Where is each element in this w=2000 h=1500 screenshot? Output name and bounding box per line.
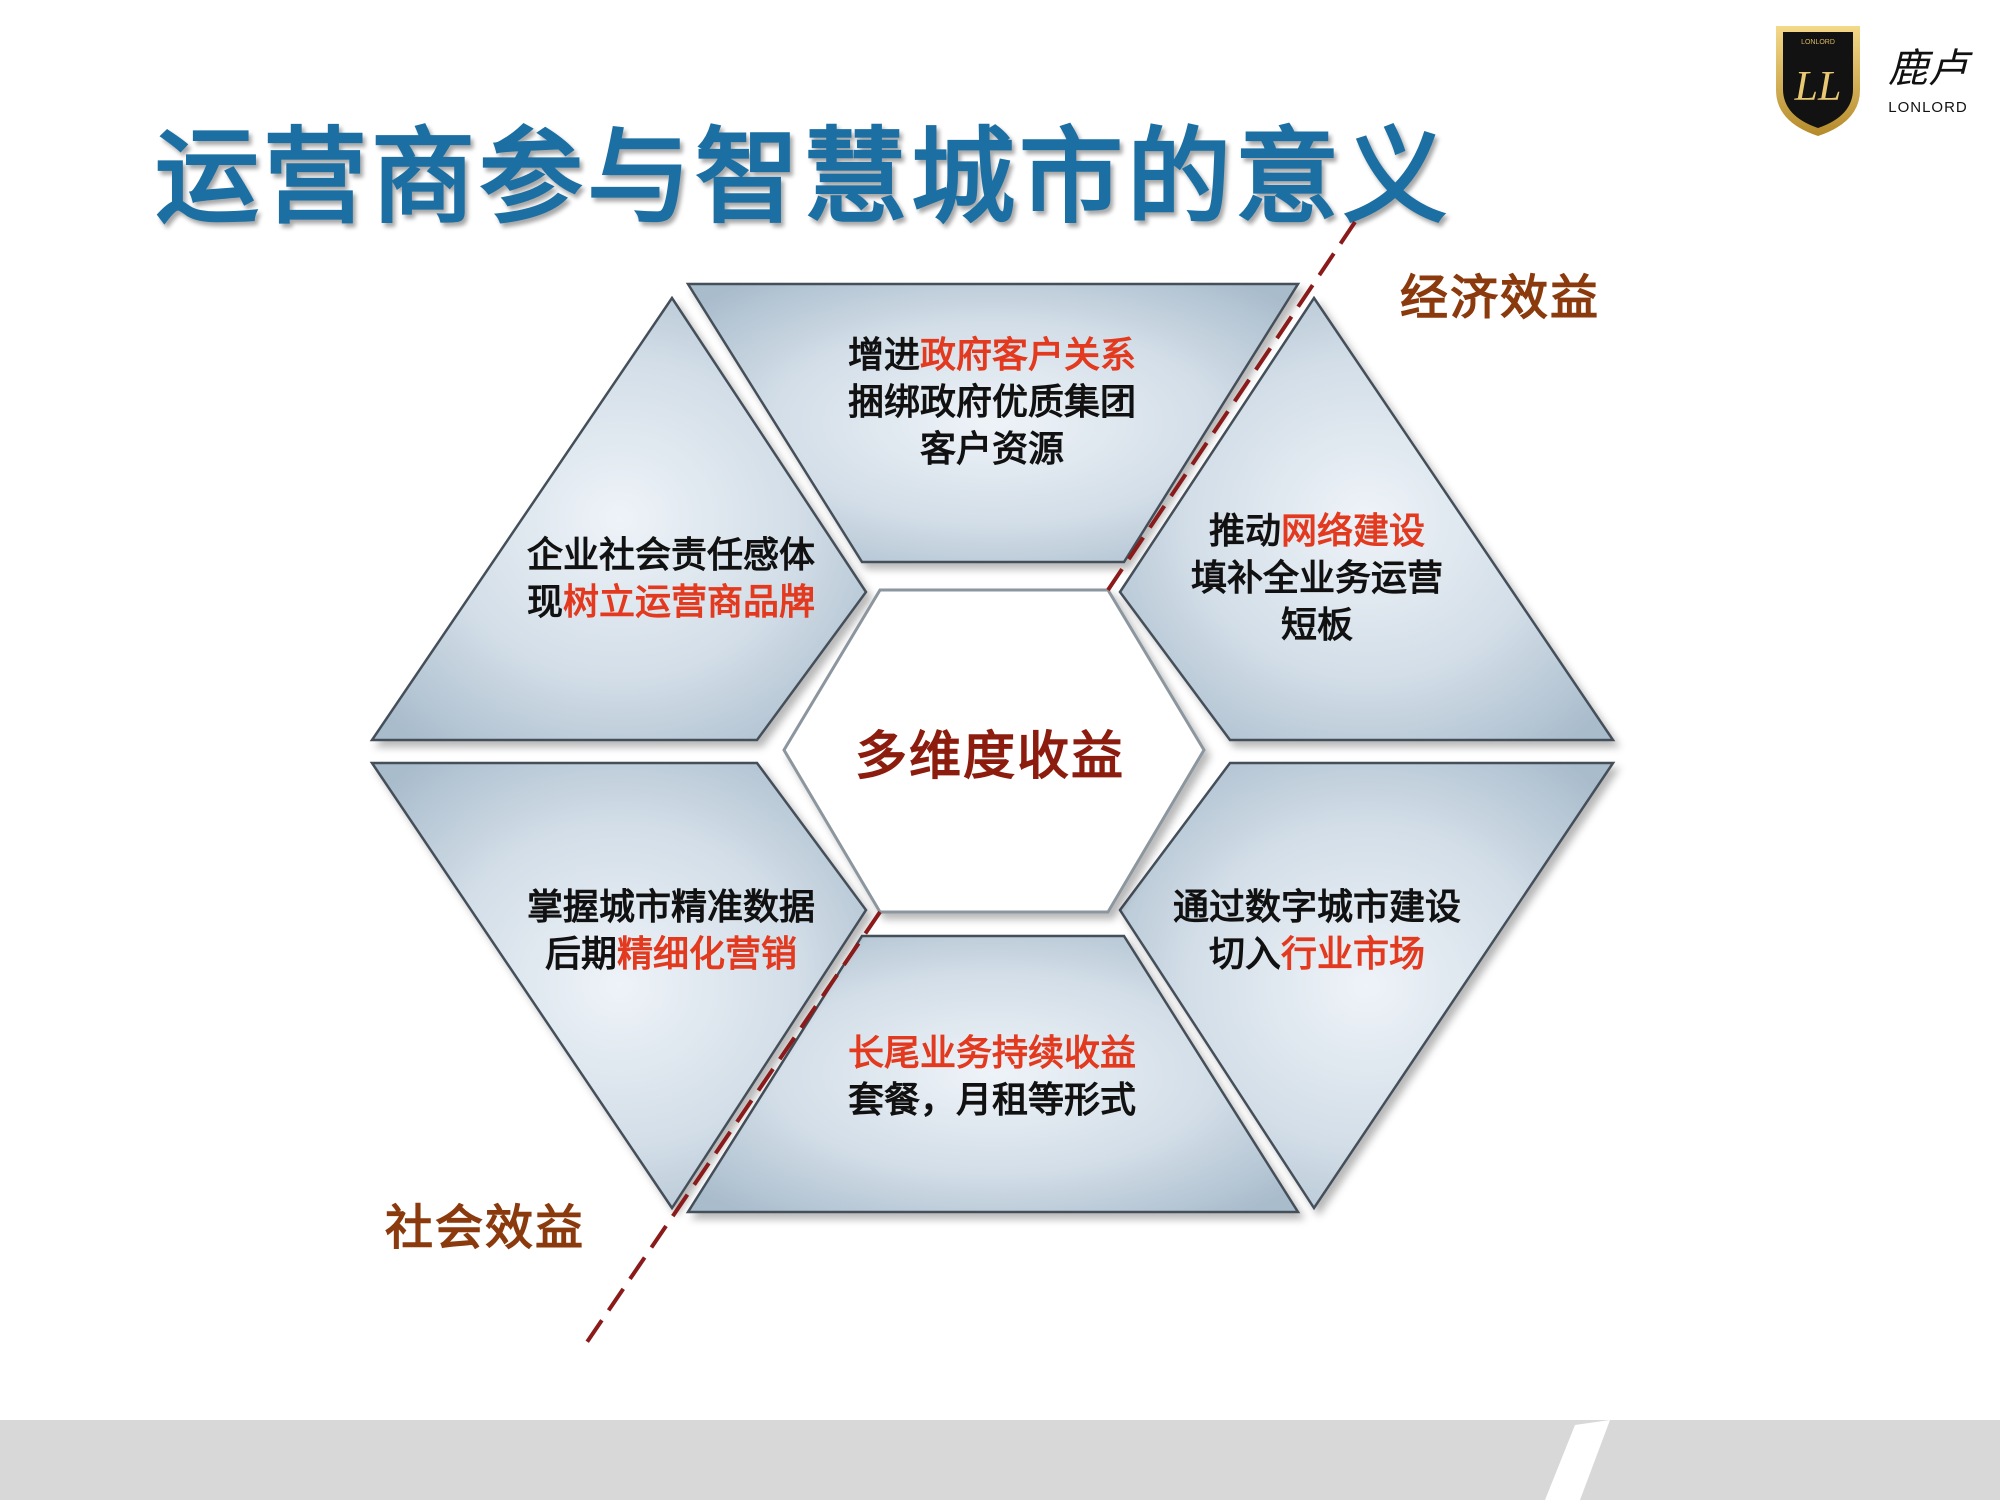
segment-top-line1: 增进政府客户关系 bbox=[847, 335, 1137, 376]
logo-brand-en: LONLORD bbox=[1888, 99, 1968, 116]
segment-lower-left bbox=[369, 761, 868, 1211]
segment-lower-left-line2: 后期精细化营销 bbox=[544, 934, 798, 975]
segment-upper-left-text: 企业社会责任感体 现树立运营商品牌 bbox=[476, 532, 866, 626]
segment-bottom bbox=[685, 934, 1301, 1214]
divider-line-lower bbox=[583, 910, 882, 1347]
segment-top-text: 增进政府客户关系 捆绑政府优质集团 客户资源 bbox=[792, 332, 1192, 473]
segment-lower-right bbox=[1118, 761, 1616, 1211]
brand-logo: LONLORD LL 鹿卢 LONLORD bbox=[1768, 20, 1988, 140]
segment-upper-right-line2: 填补全业务运营 bbox=[1190, 558, 1443, 599]
segment-lower-left-line1: 掌握城市精准数据 bbox=[526, 887, 815, 928]
segment-upper-right-line1: 推动网络建设 bbox=[1208, 511, 1426, 552]
page-title: 运营商参与智慧城市的意义 bbox=[155, 116, 1452, 238]
segment-top bbox=[685, 282, 1301, 564]
logo-small-text: LONLORD bbox=[1801, 39, 1835, 46]
logo-mark: LL bbox=[1794, 64, 1842, 110]
social-benefit-label: 社会效益 bbox=[385, 1200, 586, 1256]
segment-bottom-line2: 套餐，月租等形式 bbox=[847, 1080, 1136, 1121]
segment-upper-left bbox=[369, 295, 868, 742]
segment-top-line3: 客户资源 bbox=[919, 429, 1064, 470]
segment-lower-right-text: 通过数字城市建设 切入行业市场 bbox=[1122, 884, 1512, 978]
logo-brand-cn: 鹿卢 bbox=[1888, 46, 1973, 92]
economic-benefit-label: 经济效益 bbox=[1400, 270, 1601, 326]
segment-upper-left-line2: 现树立运营商品牌 bbox=[526, 582, 816, 623]
center-label: 多维度收益 bbox=[854, 727, 1125, 787]
segment-lower-left-text: 掌握城市精准数据 后期精细化营销 bbox=[476, 884, 866, 978]
segment-top-line2: 捆绑政府优质集团 bbox=[847, 382, 1136, 423]
segment-upper-right bbox=[1118, 295, 1616, 742]
segment-upper-right-text: 推动网络建设 填补全业务运营 短板 bbox=[1122, 508, 1512, 649]
segment-upper-left-line1: 企业社会责任感体 bbox=[526, 535, 815, 576]
footer-accent bbox=[1545, 1420, 1610, 1500]
segment-bottom-line1: 长尾业务持续收益 bbox=[847, 1033, 1136, 1074]
logo-graphic: LONLORD LL 鹿卢 LONLORD bbox=[1776, 26, 1973, 136]
segment-lower-right-line2: 切入行业市场 bbox=[1208, 934, 1426, 975]
segment-lower-right-line1: 通过数字城市建设 bbox=[1172, 887, 1461, 928]
segment-bottom-text: 长尾业务持续收益 套餐，月租等形式 bbox=[792, 1030, 1192, 1124]
segment-upper-right-line3: 短板 bbox=[1280, 605, 1353, 646]
footer-band bbox=[0, 1420, 2000, 1500]
